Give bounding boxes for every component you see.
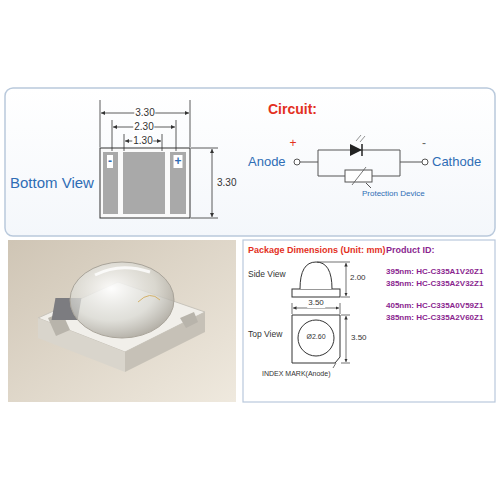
pin-polarity: - [107, 155, 113, 168]
circuit-wires [294, 150, 428, 188]
pin-polarity: + [173, 155, 182, 168]
dimension: 3.30 [134, 107, 155, 118]
dimension: 3.50 [351, 334, 367, 343]
bottom-view-package [100, 148, 190, 218]
side-view-package [292, 262, 340, 297]
dimensions-panel [243, 240, 495, 402]
terminal-polarity: + [289, 137, 296, 150]
view-title: Bottom View [10, 175, 94, 192]
terminal-polarity: - [422, 137, 426, 150]
callout-label: INDEX MARK(Anode) [262, 370, 330, 378]
dimension: 2.00 [350, 274, 366, 283]
top-view-package [292, 315, 340, 363]
dimension: 3.30 [217, 177, 236, 188]
terminal-name: Anode [248, 155, 286, 169]
protection-device-symbol [345, 167, 372, 185]
view-title: Top View [248, 330, 282, 339]
section-title: Circuit: [268, 102, 317, 117]
dimension-lines [292, 262, 350, 368]
dimension: 2.30 [133, 121, 154, 132]
product-id: 385nm: HC-C335A2V60Z1 [386, 314, 483, 323]
product-id: 405nm: HC-C335A0V59Z1 [386, 302, 483, 311]
dimension: Ø2.60 [306, 333, 325, 341]
section-title: Package Dimensions (Unit: mm) [248, 246, 386, 256]
product-id: 385nm: HC-C335A2V32Z1 [386, 280, 483, 289]
section-title: Product ID: [386, 246, 435, 256]
dimension-lines [100, 100, 218, 218]
led-photo [8, 240, 236, 402]
dimension: 1.30 [132, 135, 153, 146]
top-panel [5, 88, 495, 236]
dimension: 3.50 [307, 299, 325, 308]
diode-symbol [350, 135, 365, 156]
product-id: 395nm: HC-C335A1V20Z1 [386, 268, 483, 277]
terminal-name: Cathode [432, 155, 481, 169]
part-name: Protection Device [362, 190, 425, 199]
view-title: Side View [248, 270, 286, 279]
